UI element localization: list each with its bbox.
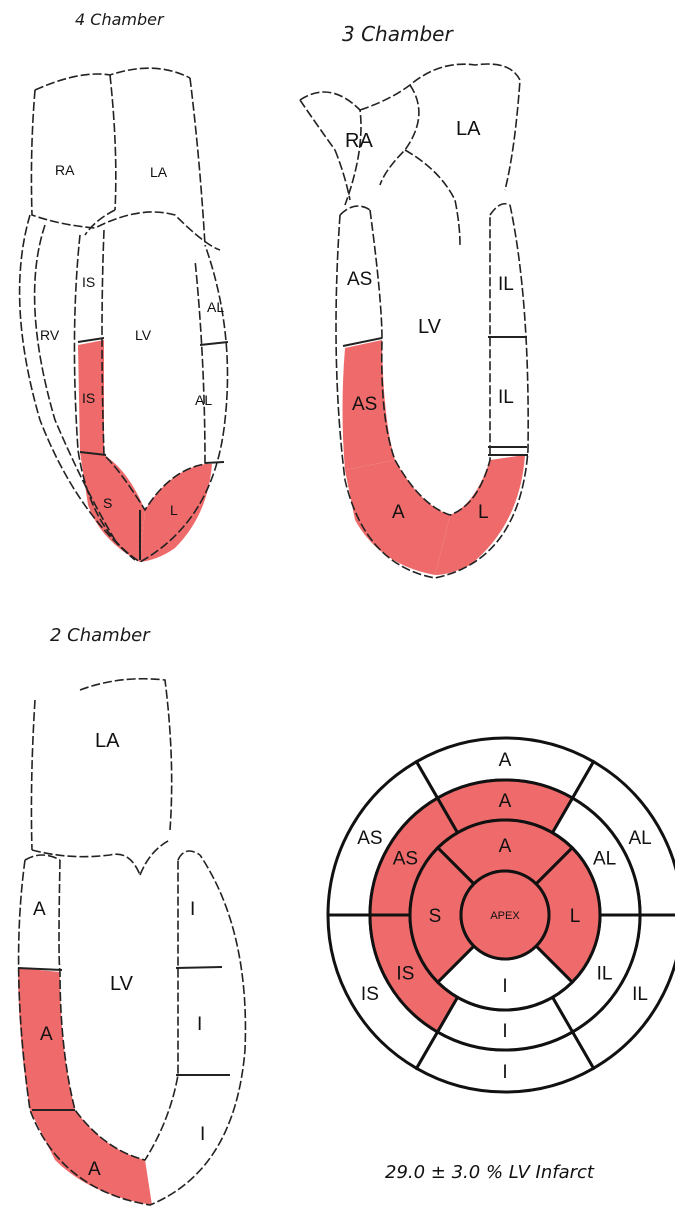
two-chamber-i-mid-label: I [197,1014,202,1035]
four-chamber-is-basal-label: IS [82,274,95,290]
four-chamber-view: RA LA RV LV IS IS S AL AL L [20,68,228,562]
three-chamber-ra-label: RA [345,130,373,152]
two-chamber-a-mid-label: A [40,1024,53,1045]
bullseye-apex-label: APEX [490,910,520,922]
four-chamber-s-apical-segment [80,452,145,562]
bullseye-mid-is-label: IS [396,963,414,984]
three-chamber-il-mid-label: IL [498,387,514,408]
two-chamber-a-apical-label: A [88,1159,101,1180]
bullseye-mid-as-label: AS [393,848,418,869]
bullseye-mid-il-label: IL [597,963,613,984]
three-chamber-a-apical-label: A [392,502,405,523]
two-chamber-a-basal-label: A [33,899,46,920]
four-chamber-lv-label: LV [135,327,152,343]
bullseye-basal-il-label: IL [632,984,648,1005]
four-chamber-l-apical-label: L [170,502,178,518]
bullseye-basal-is-label: IS [361,984,379,1005]
two-chamber-la-label: LA [95,730,120,752]
bullseye-apical-s-label: S [429,906,442,927]
four-chamber-is-mid-label: IS [82,390,95,406]
three-chamber-lv-label: LV [418,316,442,338]
four-chamber-ra-label: RA [55,162,75,178]
three-chamber-la-label: LA [456,118,481,140]
four-chamber-la-label: LA [150,164,168,180]
four-chamber-rv-label: RV [40,327,60,343]
bullseye-apical-a-label: A [499,836,512,857]
two-chamber-view: LA LV A A A I I I [18,679,245,1205]
lv-infarct-caption: 29.0 ± 3.0 % LV Infarct [385,1162,594,1183]
four-chamber-al-mid-label: AL [195,392,212,408]
two-chamber-i-apical-label: I [200,1124,205,1145]
bullseye-basal-a-label: A [499,750,512,771]
three-chamber-l-apical-label: L [478,502,489,523]
bullseye-basal-i-label: I [502,1062,507,1083]
two-chamber-a-apical-segment [30,1110,152,1205]
three-chamber-as-basal-label: AS [347,269,372,290]
bullseye-apical-l-label: L [570,906,581,927]
bullseye-basal-as-label: AS [357,828,382,849]
two-chamber-lv-label: LV [110,973,134,995]
two-chamber-i-basal-label: I [190,899,195,920]
three-chamber-view: RA LA LV AS AS A IL IL L [300,64,528,578]
bullseye-mid-i-label: I [502,1021,507,1042]
three-chamber-il-basal-label: IL [498,274,514,295]
bullseye-basal-al-label: AL [628,828,651,849]
bullseye-mid-a-label: A [499,791,512,812]
bullseye-mid-al-label: AL [593,848,616,869]
four-chamber-al-basal-label: AL [207,299,224,315]
four-chamber-s-apical-label: S [103,495,112,511]
three-chamber-as-mid-label: AS [352,394,377,415]
bullseye-apical-i-label: I [502,976,507,997]
